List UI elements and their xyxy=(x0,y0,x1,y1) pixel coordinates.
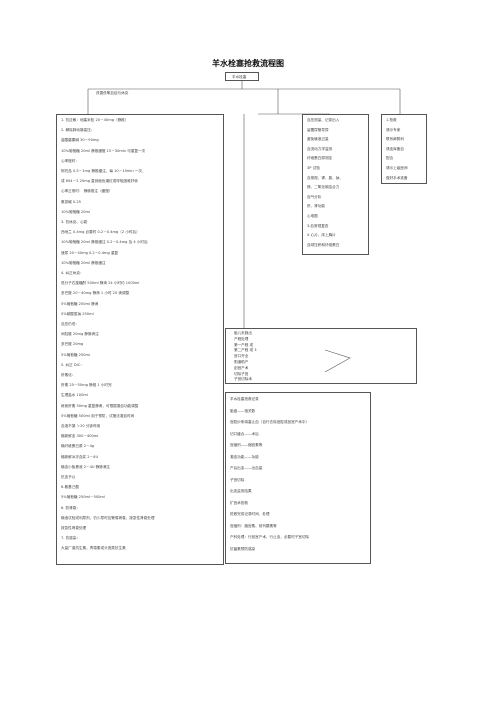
treatment-line: 输新鲜冰冻血浆 2－4U xyxy=(61,454,99,459)
treatment-line: 10%葡萄糖 20ml 静推缓注 0.2－0.4mg 及 4 小时后 xyxy=(61,240,148,245)
record-line: 宫缩剂——缩宫素等 xyxy=(230,443,263,447)
monitoring-line: 血压测量、记录出入 xyxy=(307,118,340,122)
obstetric-line: 产程处理 xyxy=(234,336,249,341)
page-title: 羊水栓塞抢救流程图 xyxy=(212,59,284,68)
treatment-line: 5%葡萄糖 500ml 用于预防，试管法凝血时间 xyxy=(61,413,135,418)
treatment-line: 2. 解除肺动脉高压： xyxy=(61,128,95,133)
monitoring-line: 3P 试验 xyxy=(307,166,320,170)
monitoring-line: 血流动力学监测 xyxy=(307,146,333,151)
monitoring-line: 留置尿管导尿 xyxy=(307,127,329,132)
action-line: 做好手术准备 xyxy=(386,175,408,180)
record-line: 切口缝合——术后 xyxy=(230,431,259,436)
treatment-line: 肝素化： xyxy=(61,373,76,377)
treatment-line: 1. 抗过敏：地塞米松 20－40mg（静推） xyxy=(61,118,129,122)
treatment-line: 大量广谱抗生素，青霉素或头孢类抗生素 xyxy=(61,546,126,551)
obstetric-line: 切除子宫 xyxy=(234,371,249,376)
treatment-line: 抗血予以 xyxy=(61,475,76,479)
obstetric-line: 第二产程 或 3 xyxy=(234,348,257,353)
treatment-line: 氨茶碱 0.25 xyxy=(61,199,81,204)
treatment-line: 按急性肾衰处理 xyxy=(61,526,87,530)
treatment-line: 输纤维蛋白原 2－4g xyxy=(61,444,95,449)
record-line: 宫腔纱条填塞止血（自行去除宫腔或剖宫产术中） xyxy=(230,420,310,424)
treatment-line: 5. 纠正 DIC： xyxy=(61,362,84,367)
treatment-line: 5%碳酸氢钠 250ml xyxy=(61,311,94,316)
diagnosis-label: 羊水栓塞 xyxy=(232,74,247,79)
treatment-line: 生理盐水 100ml xyxy=(61,393,88,398)
action-box: 1.抢救请示专家联系麻醉科请血库备血配合请示上级医师做好手术准备 xyxy=(381,114,427,184)
monitoring-line: 纤维蛋白原测定 xyxy=(307,156,333,161)
monitoring-line: 3.血常规复查 xyxy=(307,223,329,228)
treatment-line: 阿托品 0.5－1mg 静推缓注，每 10－15min 一次， xyxy=(61,169,146,173)
treatment-line: 3. 抗休克、心衰 xyxy=(61,220,88,224)
improve-note: 改善低氧血症与休克 xyxy=(96,91,129,95)
record-line: 羊水栓塞抢救记录 xyxy=(230,397,259,401)
action-line: 1.抢救 xyxy=(386,118,397,122)
record-line: 凝血功能——功能 xyxy=(230,454,259,459)
record-line: 产科处理：行剖宫产术，行止血，必要时子宫切除 xyxy=(230,535,310,539)
monitoring-line: 血球压积和纤维蛋白 xyxy=(307,242,340,247)
treatment-line: 肝素 25－50mg 静推 1 小时完 xyxy=(61,383,112,388)
diagnosis-box: 羊水栓塞 xyxy=(225,72,259,81)
treatment-line: 西地兰 0.4mg 必要时 0.2－0.4mg（2 小时后） xyxy=(61,230,140,235)
record-line: 抢救完成记录时间，处理 xyxy=(230,512,270,516)
record-box: 羊水栓塞抢救记录胎盘——相关数宫腔纱条填塞止血（自行去除宫腔或剖宫产术中） 切口缝… xyxy=(225,392,371,564)
treatment-line: 多巴胺 20－40mg 静滴 1 小时 20 滴调整 xyxy=(61,291,130,296)
treatment-line: 低分子右旋糖酐 500ml 静滴 24 小时约 1000ml xyxy=(61,281,140,286)
treatment-line: 7. 抗感染： xyxy=(61,536,80,541)
monitoring-line: 血气分析 xyxy=(307,194,322,199)
action-line: 请血库备血 xyxy=(386,146,404,151)
treatment-line: 10%葡萄糖 20ml 静推缓慢 15－30min 可重复一次 xyxy=(61,148,146,153)
treatment-line: 心率慢时： xyxy=(61,158,79,163)
obstetric-line: 子宫切除术 xyxy=(234,377,252,382)
treatment-line: 血压仍低： xyxy=(61,322,79,326)
monitoring-line: 心电图 xyxy=(307,214,318,218)
record-line: 子宫切除 xyxy=(230,477,245,482)
treatment-line: 6-氨基己酸 xyxy=(61,485,79,490)
treatment-line: 心率正常时： 静脉推注（缓慢） xyxy=(61,189,113,194)
obstetric-line: 第一产程 或 xyxy=(234,342,254,347)
treatment-line: 输新鲜血 300－400ml xyxy=(61,434,99,439)
monitoring-line: 血常规、钾、氯、钠、 xyxy=(307,175,343,180)
action-line: 请示上级医师 xyxy=(386,166,408,170)
monitoring-line: 镁、二氧化碳结合力 xyxy=(307,185,340,190)
treatment-line: 多巴胺 20mg xyxy=(61,342,84,347)
action-line: 联系麻醉科 xyxy=(386,137,404,142)
left-treatment-box: 1. 抗过敏：地塞米松 20－40mg（静推） 2. 解除肺动脉高压： 盐酸罂粟碱… xyxy=(56,114,224,565)
treatment-line: 5%葡萄糖 250ml 静滴 xyxy=(61,301,99,306)
treatment-line: 6. 防肾衰： xyxy=(61,505,80,510)
obstetric-line: 宫口开全 xyxy=(234,354,249,359)
action-line: 请示专家 xyxy=(386,127,401,132)
monitoring-line: 肝、肾功能 xyxy=(307,204,325,209)
treatment-line: 输血小板悬液 2－4U 静脉滴注 xyxy=(61,464,111,469)
action-line: 配合 xyxy=(386,156,394,161)
monitoring-line: X 心片、床上胸片 xyxy=(307,233,336,238)
obstetric-line: 胎儿未娩出 xyxy=(234,331,252,335)
record-line: 扩宫术抢救 xyxy=(230,500,248,505)
record-line: 产后出血——出血量 xyxy=(230,466,263,470)
treatment-line: 血液不凝 ＞20 分钟停用 xyxy=(61,424,101,428)
treatment-line: 5%葡萄糖 250ml－500ml xyxy=(61,495,105,500)
record-line: 宫缩剂：缩宫素、前列腺素等 xyxy=(230,523,277,528)
treatment-line: 10%葡萄糖 20ml 静推缓注 xyxy=(61,260,106,265)
obstetric-line: 剖宫产术 xyxy=(234,365,249,370)
treatment-line: 输液试验或利尿剂，仍少尿时应警惕肾衰，按急性肾衰处理 xyxy=(61,515,155,520)
treatment-line: 10%葡萄糖 20ml xyxy=(61,209,90,214)
treatment-line: 或 654－2 20mg 直到面色潮红或呼吸困难好转 xyxy=(61,179,138,184)
monitoring-line: 避免输液过量 xyxy=(307,137,329,142)
treatment-line: 5%葡萄糖 250ml xyxy=(61,352,90,357)
treatment-line: 4. 纠正休克： xyxy=(61,271,84,275)
treatment-line: 继而肝素 50mg 重复静滴，可根据凝血功能调整 xyxy=(61,403,139,408)
record-line: 胎盘——相关数 xyxy=(230,408,256,413)
record-line: 出血监测结果 xyxy=(230,489,252,493)
monitoring-box: 血压测量、记录出入留置尿管导尿避免输液过量血流动力学监测纤维蛋白原测定 3P 试验… xyxy=(302,114,369,255)
obstetric-line: 阴道助产 xyxy=(234,360,249,364)
treatment-line: 盐酸罂粟碱 30－90mg xyxy=(61,138,99,143)
treatment-line: 速尿 20－40mg 0.2－0.4mg 重复 xyxy=(61,250,119,255)
treatment-line: 间羟胺 20mg 静脉滴注 xyxy=(61,332,99,337)
record-line: 抗菌素预防感染 xyxy=(230,546,256,551)
